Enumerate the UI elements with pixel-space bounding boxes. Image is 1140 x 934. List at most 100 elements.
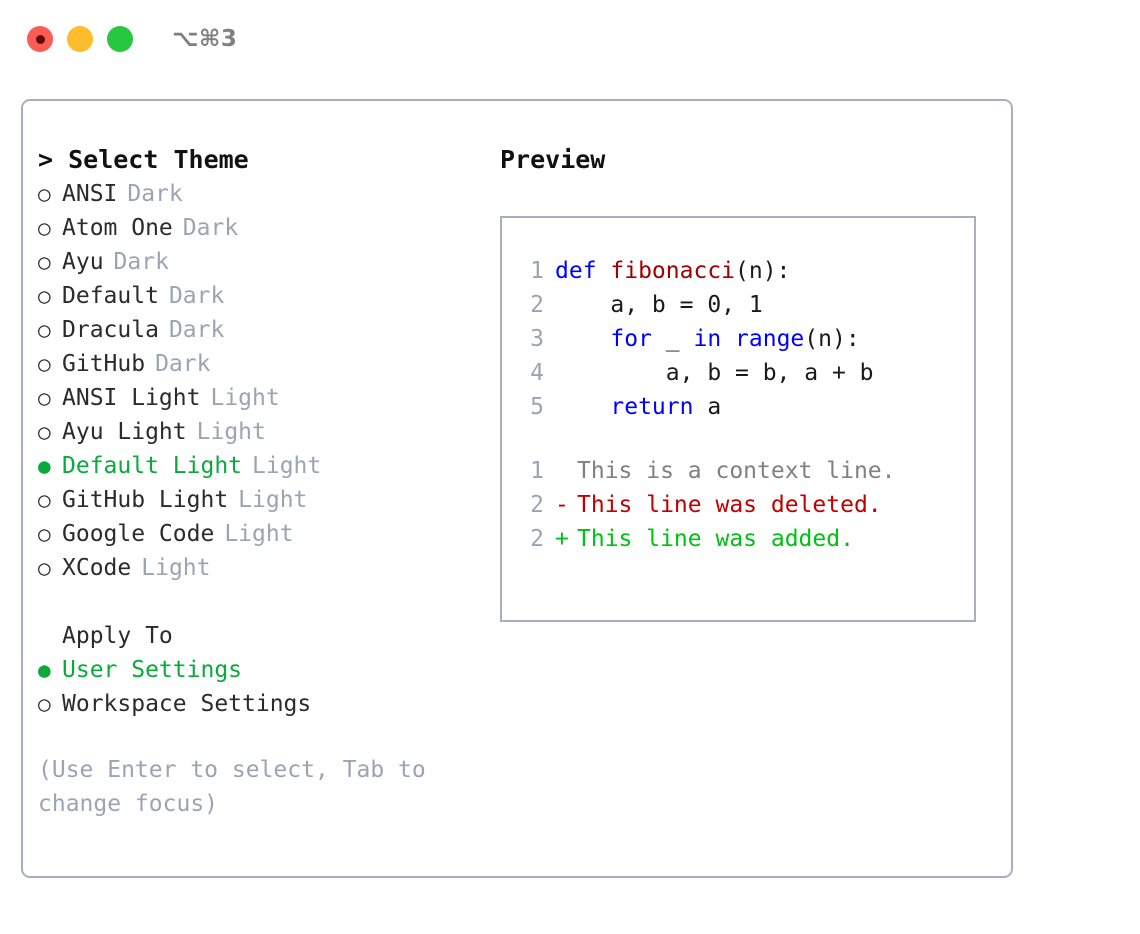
- theme-option-label: Ayu Light: [62, 419, 187, 445]
- code-token: def: [555, 258, 611, 284]
- theme-variant-badge: Light: [238, 487, 308, 513]
- minimize-button[interactable]: [67, 26, 93, 52]
- title-bar: ⌥⌘3: [0, 0, 1140, 78]
- theme-option[interactable]: ○ ANSI Dark: [38, 177, 488, 211]
- select-theme-heading: > Select Theme: [38, 145, 249, 174]
- apply-to-option-label: Workspace Settings: [62, 691, 312, 717]
- diff-text: This line was deleted.: [577, 492, 882, 518]
- radio-empty-icon: ○: [38, 556, 51, 580]
- code-token: a: [693, 394, 722, 420]
- radio-empty-icon: ○: [38, 420, 51, 444]
- radio-selected-icon: ●: [38, 454, 51, 478]
- code-token: in: [693, 326, 722, 352]
- traffic-lights: [27, 26, 133, 52]
- preview-heading: Preview: [500, 145, 606, 174]
- line-number: 2: [530, 292, 544, 318]
- theme-option-label: Default: [62, 283, 159, 309]
- theme-option-label: ANSI Light: [62, 385, 201, 411]
- theme-option-label: GitHub: [62, 351, 146, 377]
- apply-to-option-label: User Settings: [62, 657, 243, 683]
- code-token: _: [651, 326, 694, 352]
- diff-sample: 1 This is a context line.2-This line was…: [516, 454, 966, 556]
- theme-option-label: Ayu: [62, 249, 104, 275]
- code-token: (n):: [735, 258, 791, 284]
- theme-variant-badge: Dark: [182, 215, 239, 241]
- radio-empty-icon: ○: [38, 182, 51, 206]
- diff-text: This line was added.: [577, 526, 854, 552]
- theme-option[interactable]: ○ Dracula Dark: [38, 313, 488, 347]
- line-number: 1: [530, 258, 544, 284]
- close-button[interactable]: [27, 26, 53, 52]
- theme-option-label: XCode: [62, 555, 132, 581]
- theme-option-label: Atom One: [62, 215, 173, 241]
- code-token: (n):: [804, 326, 860, 352]
- apply-to-list[interactable]: ●User Settings○Workspace Settings: [38, 653, 488, 721]
- theme-option[interactable]: ● Default Light Light: [38, 449, 488, 483]
- radio-empty-icon: ○: [38, 352, 51, 376]
- theme-option[interactable]: ○ Google Code Light: [38, 517, 488, 551]
- line-number: 4: [530, 360, 544, 386]
- diff-marker: +: [555, 526, 569, 552]
- theme-variant-badge: Dark: [168, 317, 225, 343]
- zoom-button[interactable]: [107, 26, 133, 52]
- apply-to-option[interactable]: ○Workspace Settings: [38, 687, 488, 721]
- line-number: 5: [530, 394, 544, 420]
- code-token: return: [610, 394, 694, 420]
- diff-text: This is a context line.: [577, 458, 896, 484]
- diff-line: 2 + This line was added.: [516, 522, 966, 556]
- code-token: fibonacci: [610, 258, 736, 284]
- theme-variant-badge: Dark: [127, 181, 183, 207]
- theme-variant-badge: Dark: [168, 283, 225, 309]
- code-token: a, b = b, a + b: [555, 360, 874, 386]
- theme-option[interactable]: ○ Default Dark: [38, 279, 488, 313]
- apply-to-option[interactable]: ●User Settings: [38, 653, 488, 687]
- diff-marker: [555, 454, 577, 488]
- theme-option[interactable]: ○ GitHub Dark: [38, 347, 488, 381]
- theme-option-label: GitHub Light: [62, 487, 229, 513]
- theme-variant-badge: Light: [224, 521, 294, 547]
- apply-to-heading: Apply To: [62, 623, 173, 649]
- theme-variant-badge: Dark: [113, 249, 169, 275]
- radio-empty-icon: ○: [38, 284, 51, 308]
- diff-line: 1 This is a context line.: [516, 454, 966, 488]
- radio-empty-icon: ○: [38, 318, 51, 342]
- code-token: [555, 390, 610, 424]
- keyboard-shortcut-label: ⌥⌘3: [172, 26, 238, 52]
- code-token: a, b = 0, 1: [555, 292, 763, 318]
- code-token: range: [735, 326, 805, 352]
- radio-empty-icon: ○: [38, 216, 51, 240]
- diff-marker: -: [555, 492, 569, 518]
- code-line: 1 def fibonacci(n):: [516, 254, 966, 288]
- diff-line: 2-This line was deleted.: [516, 488, 966, 522]
- code-line: 5 return a: [516, 390, 966, 424]
- theme-option-label: Google Code: [62, 521, 215, 547]
- line-number: 2: [530, 492, 544, 518]
- theme-option[interactable]: ○ Atom One Dark: [38, 211, 488, 245]
- theme-option-label: Dracula: [62, 317, 159, 343]
- code-token: [721, 322, 735, 356]
- code-line: 2 a, b = 0, 1: [516, 288, 966, 322]
- theme-variant-badge: Light: [252, 453, 322, 479]
- line-number: 3: [530, 326, 544, 352]
- radio-empty-icon: ○: [38, 522, 51, 546]
- theme-option[interactable]: ○ ANSI Light Light: [38, 381, 488, 415]
- theme-option-label: ANSI: [62, 181, 118, 207]
- code-token: for: [610, 326, 652, 352]
- radio-empty-icon: ○: [38, 386, 51, 410]
- theme-variant-badge: Dark: [155, 351, 211, 377]
- line-number: 2: [530, 526, 544, 552]
- code-line: 4 a, b = b, a + b: [516, 356, 966, 390]
- theme-option-label: Default Light: [62, 453, 243, 479]
- theme-variant-badge: Light: [210, 385, 280, 411]
